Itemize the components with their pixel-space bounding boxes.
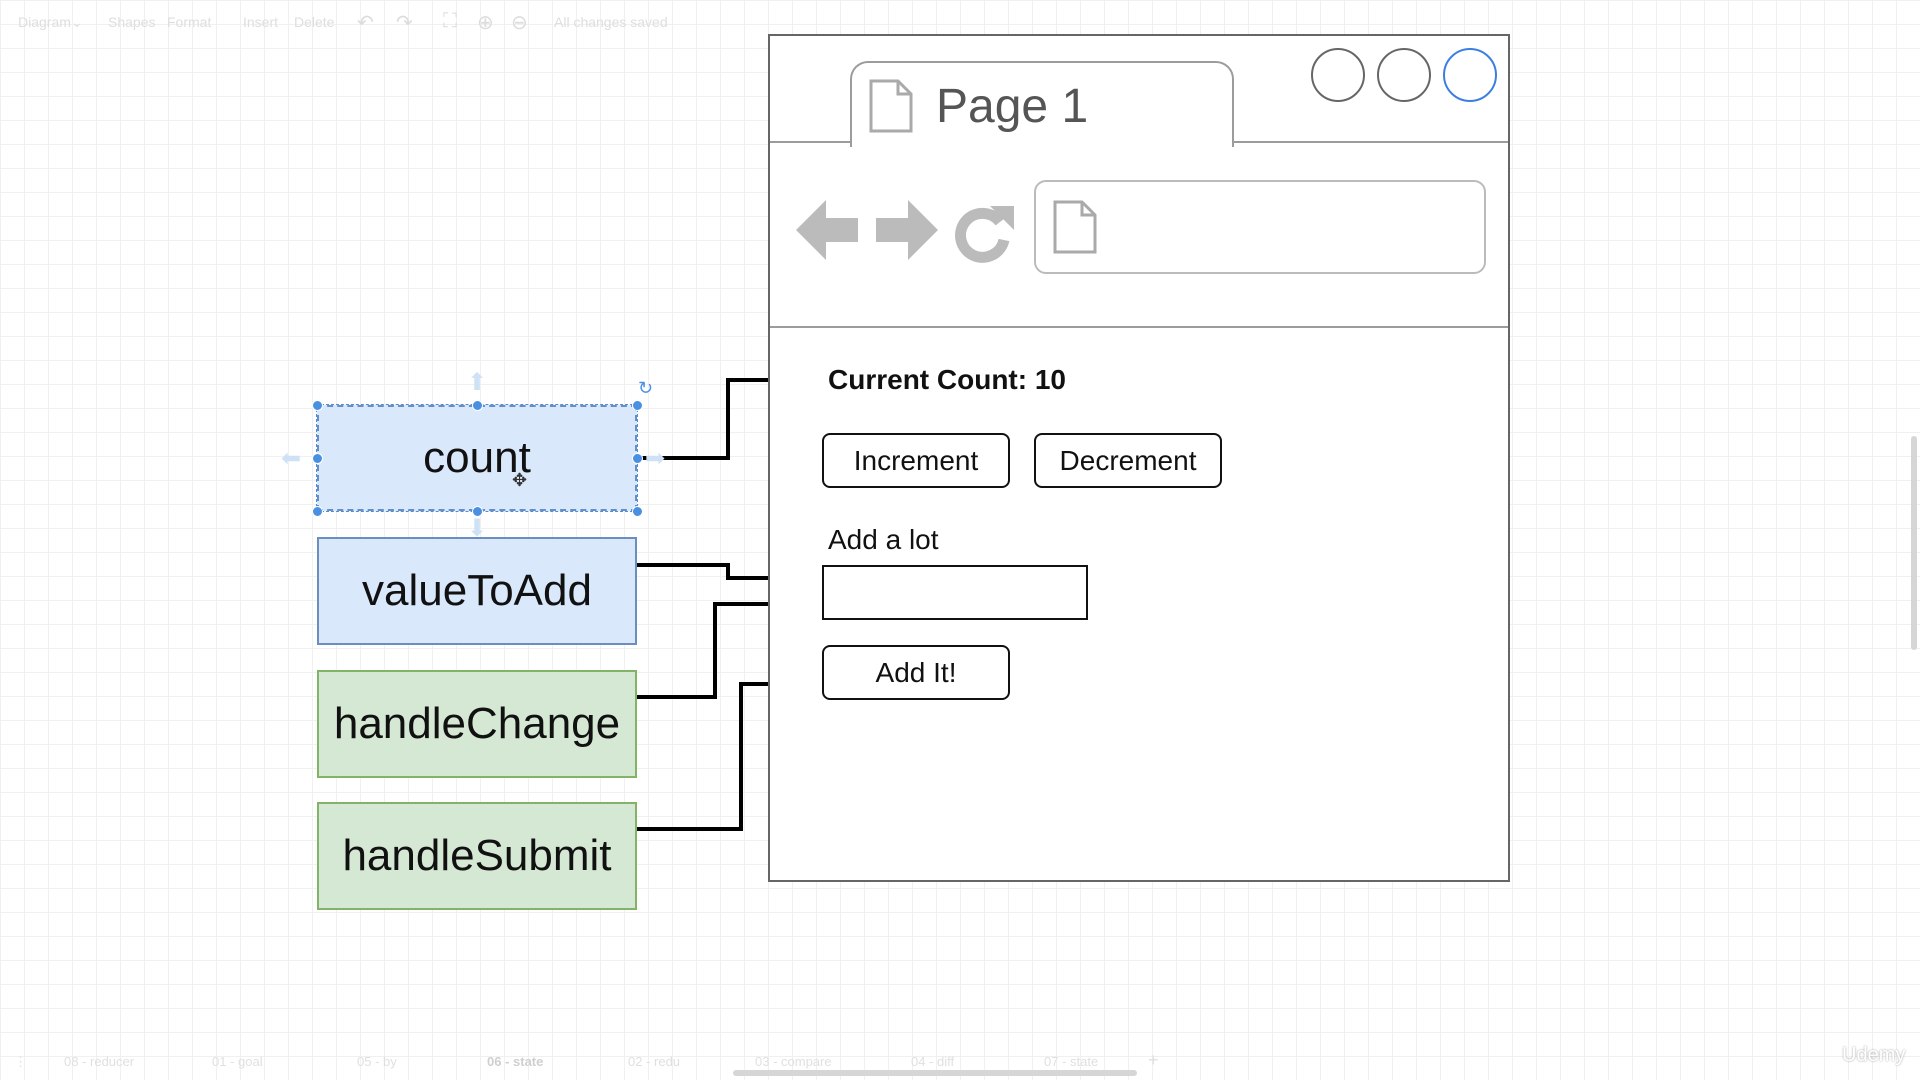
resize-handle[interactable] <box>632 453 643 464</box>
address-bar[interactable] <box>1034 180 1486 274</box>
handle-submit-shape[interactable]: handleSubmit <box>317 802 637 910</box>
menu-shapes[interactable]: Shapes <box>108 14 156 30</box>
rotate-icon[interactable]: ↻ <box>638 378 654 398</box>
value-to-add-shape[interactable]: valueToAdd <box>317 537 637 645</box>
decrement-button[interactable]: Decrement <box>1034 433 1222 488</box>
increment-button[interactable]: Increment <box>822 433 1010 488</box>
add-a-lot-input[interactable] <box>822 565 1088 620</box>
tab-baseline-left <box>770 141 850 143</box>
chevron-down-icon: ⌄ <box>71 14 83 30</box>
page-icon <box>869 79 913 133</box>
window-button-2[interactable] <box>1377 48 1431 102</box>
vertical-scrollbar[interactable] <box>1911 436 1917 650</box>
arrow-up-icon[interactable]: ⬆ <box>467 369 488 396</box>
page-tab[interactable]: 04 - diff <box>911 1054 955 1069</box>
arrow-left-icon[interactable]: ⬅ <box>281 445 302 472</box>
current-count-text: Current Count: 10 <box>828 364 1066 395</box>
toolbar: Diagram ⌄ Shapes Format Insert Delete ↶ … <box>0 0 1920 44</box>
page-tab[interactable]: 07 - state <box>1044 1054 1099 1069</box>
page-tab[interactable]: 03 - compare <box>755 1054 832 1069</box>
browser-tab[interactable]: Page 1 <box>850 61 1234 147</box>
page-menu-icon[interactable]: ⋮ <box>14 1054 27 1069</box>
tab-baseline-right <box>1234 141 1508 143</box>
move-cursor-icon: ✥ <box>512 470 528 490</box>
reload-icon[interactable] <box>952 200 1016 264</box>
delete-button[interactable]: Delete <box>294 14 335 30</box>
window-button-1[interactable] <box>1311 48 1365 102</box>
insert-button[interactable]: Insert <box>243 14 279 30</box>
browser-mockup[interactable]: Page 1 Current Count: 10 Increment Decre… <box>768 34 1510 882</box>
fullscreen-icon[interactable]: ⛶ <box>443 10 457 32</box>
add-it-button[interactable]: Add It! <box>822 645 1010 700</box>
watermark-logo: Udemy <box>1842 1044 1906 1066</box>
count-shape[interactable]: count <box>316 404 638 512</box>
handle-submit-label: handleSubmit <box>342 831 612 880</box>
content-divider <box>770 326 1508 328</box>
menu-diagram[interactable]: Diagram <box>18 14 71 30</box>
page-tab[interactable]: 02 - redu <box>628 1054 681 1069</box>
page-icon <box>1053 200 1097 254</box>
page-tab[interactable]: 08 - reducer <box>64 1054 135 1069</box>
resize-handle[interactable] <box>312 506 323 517</box>
window-button-3[interactable] <box>1443 48 1497 102</box>
add-page-icon[interactable]: + <box>1148 1050 1159 1070</box>
tab-title: Page 1 <box>936 80 1089 133</box>
back-arrow-icon[interactable] <box>796 198 860 262</box>
page-tab[interactable]: 05 - by <box>357 1054 397 1069</box>
arrow-down-icon[interactable]: ⬇ <box>467 515 488 542</box>
menu-format[interactable]: Format <box>167 14 212 30</box>
resize-handle[interactable] <box>632 400 643 411</box>
resize-handle[interactable] <box>312 400 323 411</box>
undo-icon[interactable]: ↶ <box>357 12 374 34</box>
page-tab-active[interactable]: 06 - state <box>487 1054 544 1069</box>
resize-handle[interactable] <box>472 400 483 411</box>
resize-handle[interactable] <box>472 506 483 517</box>
count-label: count <box>423 433 531 482</box>
forward-arrow-icon[interactable] <box>874 198 938 262</box>
page-tab[interactable]: 01 - goal <box>212 1054 263 1069</box>
zoom-in-icon[interactable]: ⊕ <box>477 12 494 34</box>
arrow-right-icon[interactable]: ➡ <box>645 445 666 472</box>
handle-change-shape[interactable]: handleChange <box>317 670 637 778</box>
add-a-lot-label: Add a lot <box>828 524 939 555</box>
value-to-add-label: valueToAdd <box>362 566 592 615</box>
horizontal-scrollbar[interactable] <box>733 1070 1137 1076</box>
resize-handle[interactable] <box>312 453 323 464</box>
resize-handle[interactable] <box>632 506 643 517</box>
zoom-out-icon[interactable]: ⊖ <box>511 12 528 34</box>
handle-change-label: handleChange <box>333 699 621 748</box>
redo-icon[interactable]: ↷ <box>396 12 413 34</box>
save-status: All changes saved <box>554 14 668 30</box>
